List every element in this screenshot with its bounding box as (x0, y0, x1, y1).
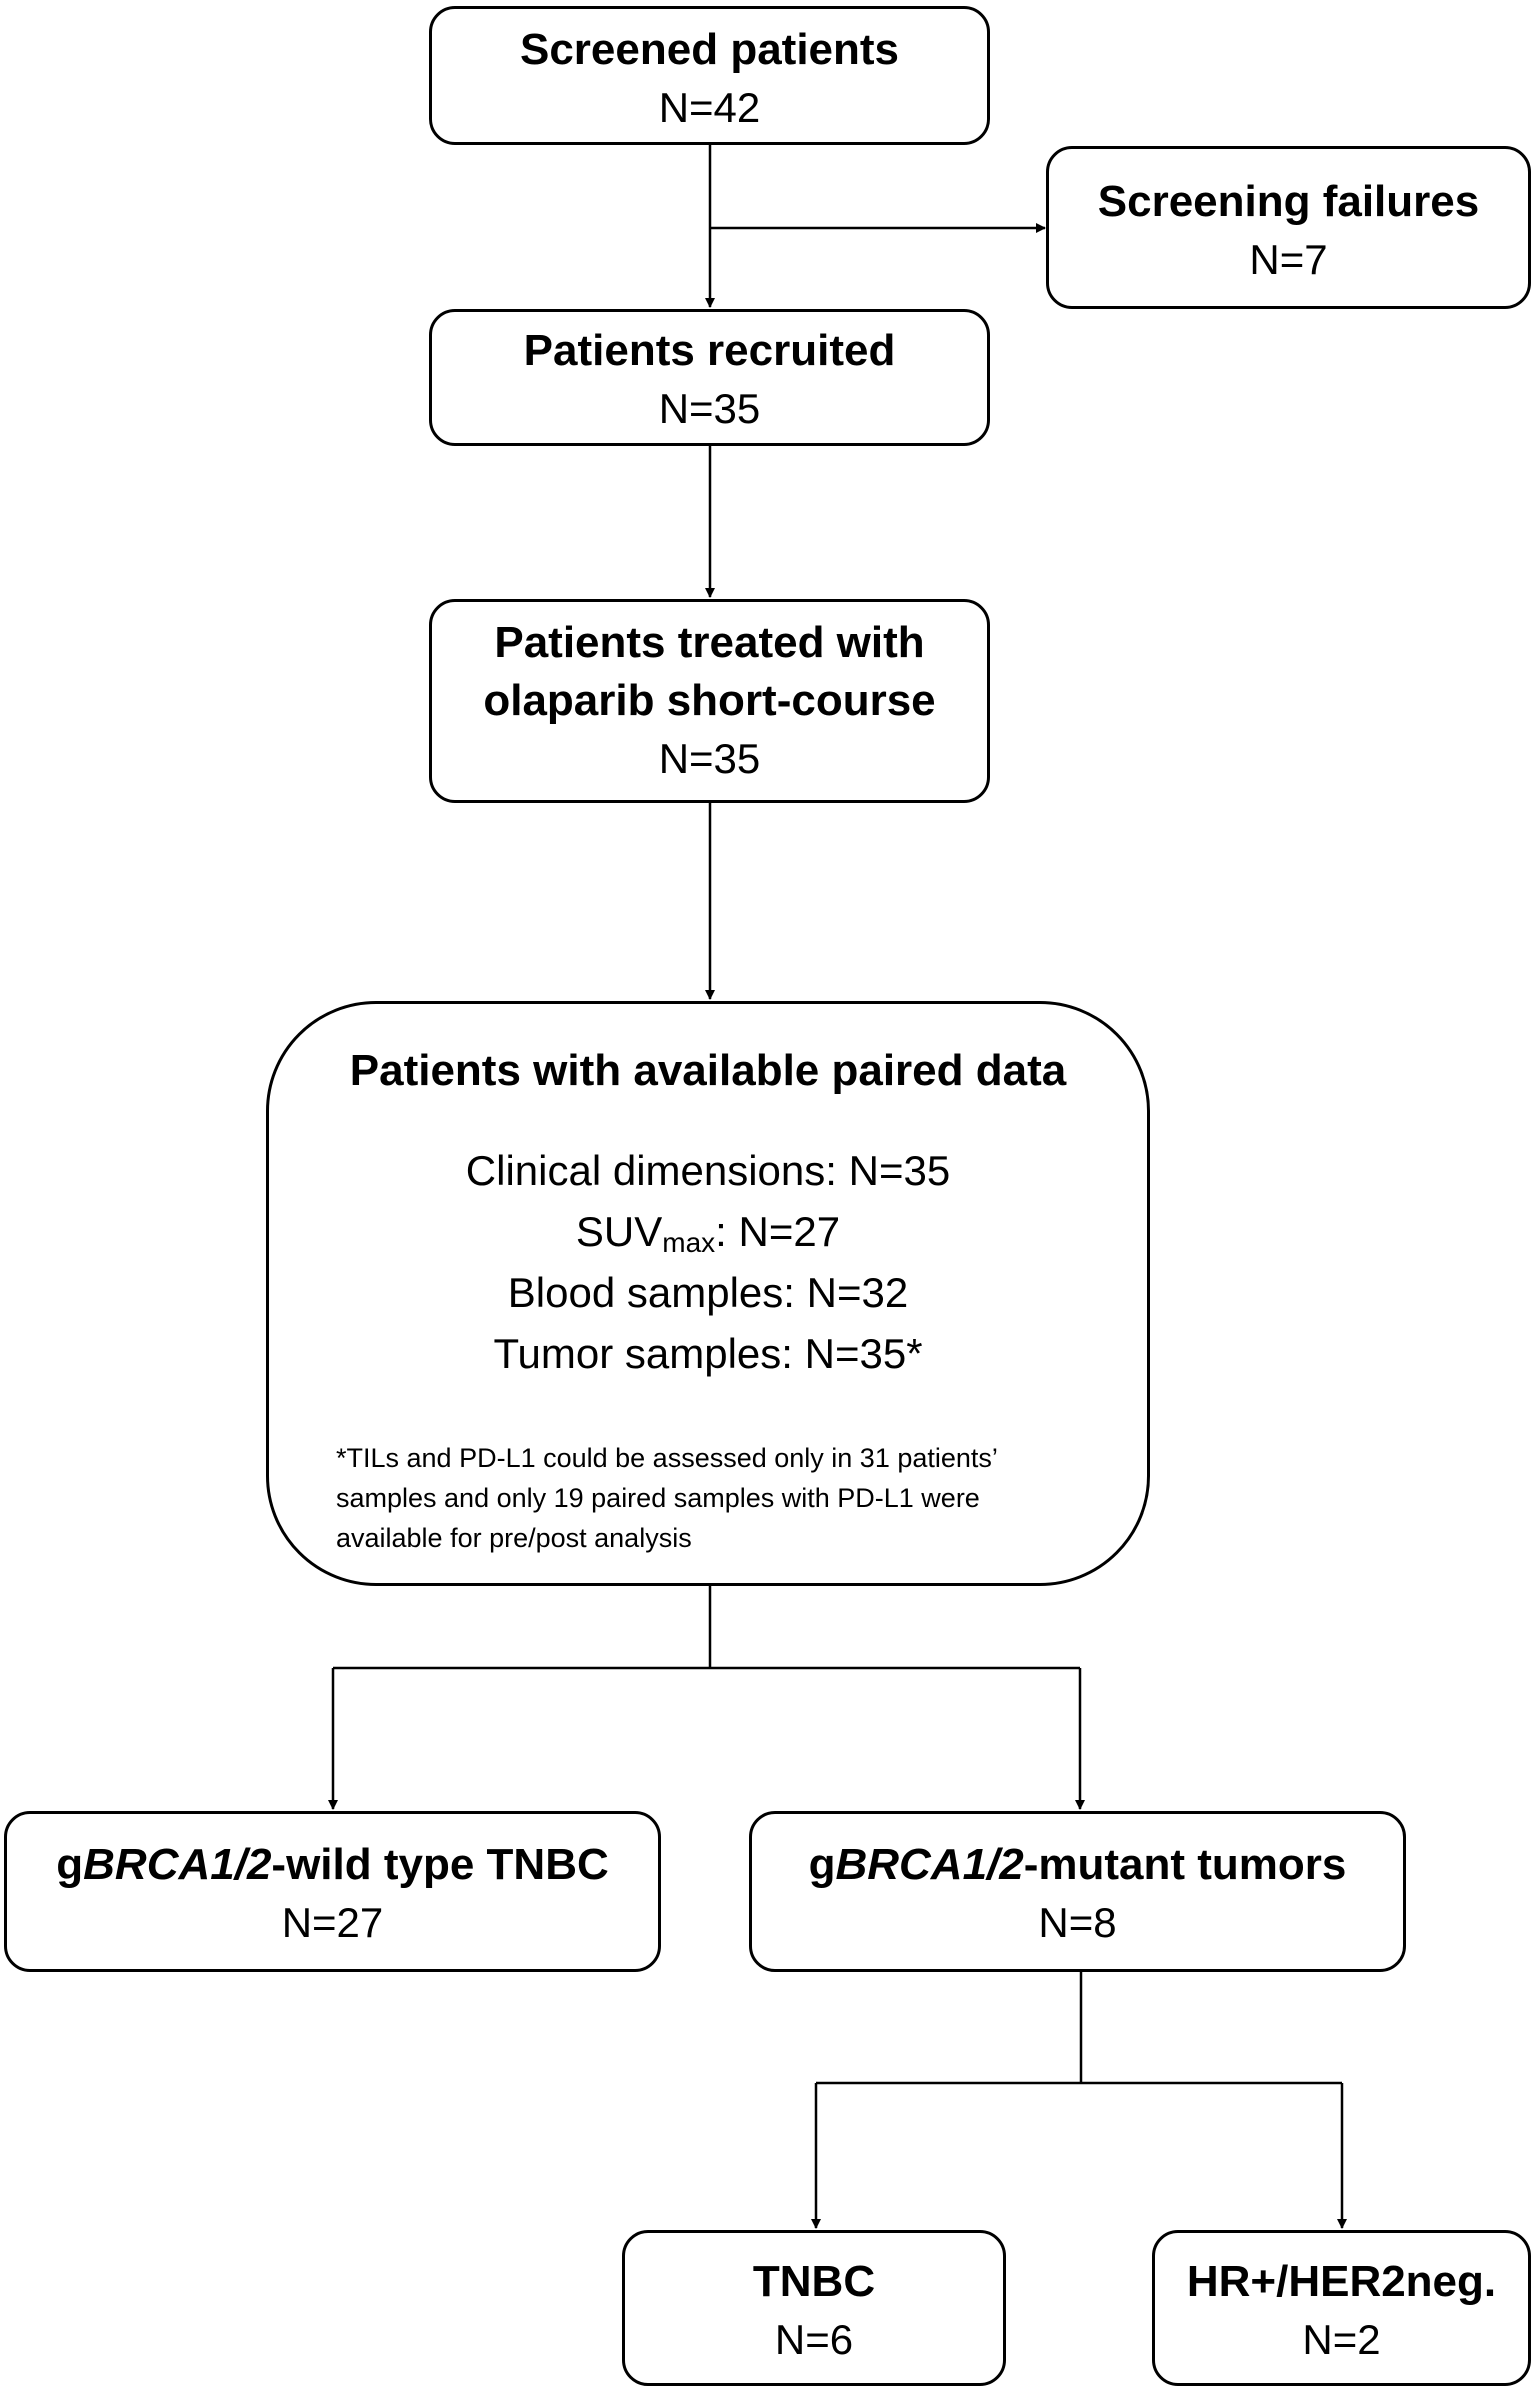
treated-title-line1: Patients treated with (494, 618, 925, 667)
suv-value: : N=27 (715, 1208, 841, 1255)
wildtype-prefix: g (56, 1840, 84, 1889)
tnbc-count: N=6 (774, 2316, 854, 2363)
recruited-count: N=35 (658, 385, 761, 432)
wildtype-tnbc-box: gBRCA1/2-wild type TNBC N=27 (4, 1811, 661, 1972)
suv-label: SUV (575, 1208, 663, 1255)
paired-title: Patients with available paired data (349, 1046, 1067, 1095)
screened-title: Screened patients (519, 25, 900, 74)
screened-patients-box: Screened patients N=42 (429, 6, 990, 145)
suv-max-line: SUVmax: N=27 (269, 1201, 1147, 1262)
tumor-samples: Tumor samples: N=35* (493, 1330, 923, 1377)
failures-count: N=7 (1249, 236, 1328, 283)
footnote: *TILs and PD-L1 could be assessed only i… (336, 1438, 1147, 1558)
mutant-gene: BRCA1/2 (835, 1840, 1024, 1889)
paired-data-box: Patients with available paired data Clin… (266, 1001, 1150, 1586)
mutant-tumors-box: gBRCA1/2-mutant tumors N=8 (749, 1811, 1406, 1972)
mutant-prefix: g (808, 1840, 836, 1889)
patients-recruited-box: Patients recruited N=35 (429, 309, 990, 446)
hr-title: HR+/HER2neg. (1186, 2257, 1497, 2306)
recruited-title: Patients recruited (523, 326, 896, 375)
wildtype-suffix: -wild type TNBC (271, 1840, 609, 1889)
mutant-count: N=8 (1038, 1899, 1117, 1946)
blood-samples: Blood samples: N=32 (507, 1269, 909, 1316)
treated-count: N=35 (658, 735, 761, 782)
hr-her2neg-box: HR+/HER2neg. N=2 (1152, 2230, 1531, 2386)
wildtype-title: gBRCA1/2-wild type TNBC (7, 1836, 658, 1894)
footnote-line2: samples and only 19 paired samples with … (336, 1483, 980, 1513)
mutant-suffix: -mutant tumors (1023, 1840, 1347, 1889)
footnote-line3: available for pre/post analysis (336, 1523, 692, 1553)
screened-count: N=42 (658, 84, 761, 131)
hr-count: N=2 (1302, 2316, 1381, 2363)
suv-subscript: max (662, 1227, 716, 1258)
footnote-line1: *TILs and PD-L1 could be assessed only i… (336, 1443, 998, 1473)
tnbc-box: TNBC N=6 (622, 2230, 1006, 2386)
wildtype-gene: BRCA1/2 (83, 1840, 272, 1889)
treated-title-line2: olaparib short-course (483, 676, 936, 725)
tnbc-title: TNBC (752, 2257, 876, 2306)
clinical-dimensions: Clinical dimensions: N=35 (465, 1147, 951, 1194)
mutant-title: gBRCA1/2-mutant tumors (752, 1836, 1403, 1894)
screening-failures-box: Screening failures N=7 (1046, 146, 1531, 309)
wildtype-count: N=27 (281, 1899, 384, 1946)
patients-treated-box: Patients treated with olaparib short-cou… (429, 599, 990, 803)
failures-title: Screening failures (1097, 177, 1480, 226)
